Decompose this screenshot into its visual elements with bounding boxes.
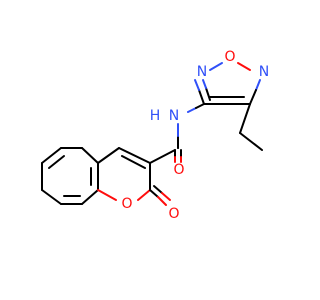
atom-o-ring: O [224, 49, 235, 65]
atom-h-amide: H [150, 108, 161, 124]
bond [41, 147, 62, 164]
bond [161, 192, 171, 201]
bond [81, 189, 99, 205]
amine-link [187, 103, 205, 113]
atom-o-lactone: O [121, 196, 132, 212]
bond [187, 107, 197, 113]
bond [239, 103, 251, 134]
amide-group [149, 123, 182, 164]
bond [209, 62, 223, 71]
benzene-ring [41, 147, 99, 205]
atom-o-carbonyl: O [168, 206, 179, 222]
bond [239, 132, 263, 151]
bond [149, 189, 159, 198]
bond [157, 196, 167, 206]
molecule-diagram: O N H N O N O O [41, 49, 269, 222]
bond [149, 149, 176, 164]
bond [205, 87, 211, 101]
bond [198, 89, 205, 105]
lactone-carbonyl [149, 185, 171, 206]
structure-canvas: O N H N O N O O [41, 49, 269, 222]
bond [118, 147, 151, 164]
bond [97, 147, 120, 164]
oxadiazole-ring [194, 62, 261, 105]
bond [195, 103, 205, 109]
bond [249, 89, 257, 105]
atom-o-amide: O [173, 162, 184, 178]
bond [237, 62, 251, 71]
bond [97, 189, 117, 201]
bond [81, 147, 99, 164]
pyranone-ring [97, 147, 151, 201]
ethyl-group [239, 103, 263, 151]
bond [255, 79, 261, 91]
bond [121, 155, 146, 169]
atom-n-ring-top: N [197, 64, 207, 80]
bond [41, 189, 62, 205]
bond [202, 79, 207, 89]
bond [48, 155, 65, 169]
bond [194, 79, 200, 91]
atom-n-ring-right: N [259, 64, 269, 80]
atom-n-amide: N [169, 108, 179, 124]
bond [137, 189, 151, 201]
bond [153, 185, 163, 194]
